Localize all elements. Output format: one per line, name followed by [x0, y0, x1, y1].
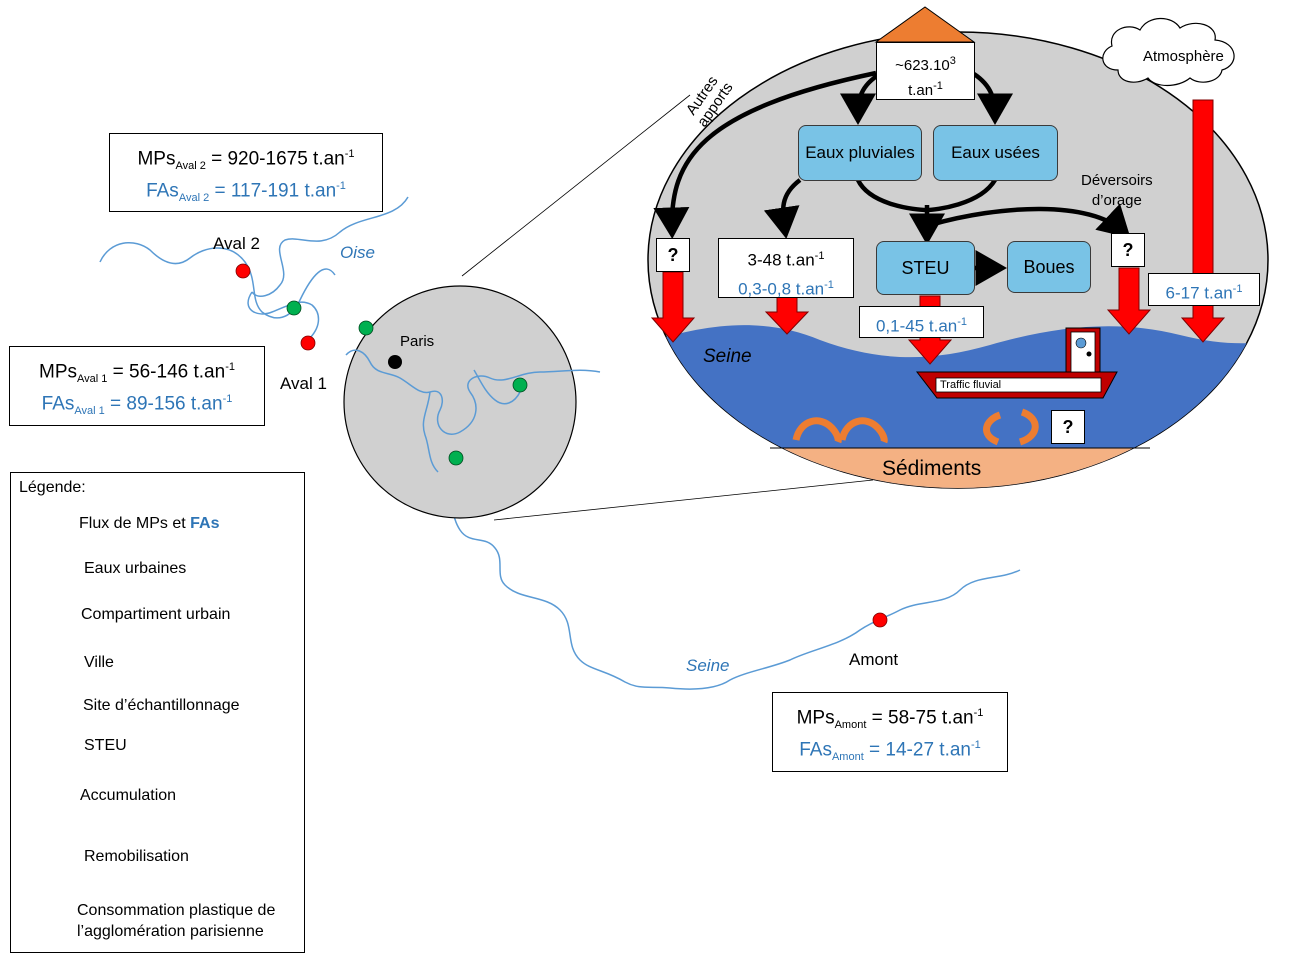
- legend-flux-label: Flux de MPs et FAs: [79, 515, 220, 532]
- consumption-roof: [874, 6, 976, 43]
- eaux-pluviales-box: Eaux pluviales: [798, 125, 922, 181]
- legend-compartiment-label: Compartiment urbain: [81, 606, 231, 623]
- aval2-callout: MPsAval 2 = 920-1675 t.an-1 FAsAval 2 = …: [109, 133, 383, 212]
- traffic-fluvial-label: Traffic fluvial: [940, 379, 1002, 391]
- unknown-flux-deversoirs: ?: [1111, 233, 1145, 267]
- legend-remobilisation-label: Remobilisation: [84, 848, 189, 865]
- seine-detail-label: Seine: [703, 346, 752, 367]
- amont-site-dot: [872, 612, 888, 628]
- paris-zoom-circle: [343, 285, 577, 519]
- legend-consommation-label: Consommation plastique de l’agglomératio…: [77, 902, 276, 940]
- zoom-line-top: [461, 94, 691, 277]
- legend-panel: [10, 472, 305, 953]
- steu-flux-box: 0,1-45 t.an-1: [859, 306, 984, 338]
- pluvial-flux-box: 3-48 t.an-1 0,3-0,8 t.an-1: [718, 238, 854, 298]
- atmosphere-label: Atmosphère: [1143, 48, 1224, 65]
- atmosphere-cloud: [1102, 17, 1235, 87]
- seine-in-circle: [345, 349, 601, 473]
- steu-box: STEU: [876, 241, 975, 295]
- unknown-flux-traffic: ?: [1051, 410, 1085, 444]
- aval2-label: Aval 2: [213, 234, 260, 253]
- steu-dot-2: [358, 320, 374, 336]
- steu-dot-1: [286, 300, 302, 316]
- steu-dot-3: [512, 377, 528, 393]
- remobilisation-symbol: [983, 408, 1039, 446]
- consumption-box: ~623.103 t.an-1: [876, 42, 975, 100]
- amont-label: Amont: [849, 650, 899, 669]
- zoom-line-bottom: [493, 479, 874, 521]
- paris-city-dot: [388, 355, 402, 369]
- mp-flux-arrows: [650, 99, 1226, 365]
- paris-label: Paris: [400, 333, 435, 350]
- atmosphere-flux-box: 6-17 t.an-1: [1148, 273, 1260, 306]
- steu-dot-4: [448, 450, 464, 466]
- legend-site-label: Site d’échantillonnage: [83, 697, 240, 714]
- sediments-label: Sédiments: [882, 457, 982, 480]
- accumulation-symbols: [792, 417, 888, 444]
- marne-in-circle: [473, 369, 521, 405]
- oise-label: Oise: [340, 243, 375, 262]
- legend-accumulation-label: Accumulation: [80, 787, 177, 804]
- deversoirs-label: Déversoirs d’orage: [1081, 172, 1153, 209]
- boat: [915, 327, 1118, 399]
- aval2-site-dot: [235, 263, 251, 279]
- aval1-callout: MPsAval 1 = 56-146 t.an-1 FAsAval 1 = 89…: [9, 346, 265, 426]
- legend-steu-label: STEU: [84, 737, 127, 754]
- seine-map-label: Seine: [686, 656, 730, 675]
- oise-branch: [99, 242, 336, 319]
- urban-water-arrows: [653, 70, 1131, 286]
- aval1-label: Aval 1: [280, 374, 327, 393]
- boues-box: Boues: [1007, 241, 1091, 293]
- legend-eaux-urbaines-label: Eaux urbaines: [84, 560, 187, 577]
- amont-callout: MPsAmont = 58-75 t.an-1 FAsAmont = 14-27…: [772, 692, 1008, 772]
- unknown-flux-autres: ?: [656, 238, 690, 272]
- eaux-usees-box: Eaux usées: [933, 125, 1058, 181]
- legend-ville-label: Ville: [84, 654, 114, 671]
- aval1-site-dot: [300, 335, 316, 351]
- legend-title: Légende:: [19, 479, 86, 496]
